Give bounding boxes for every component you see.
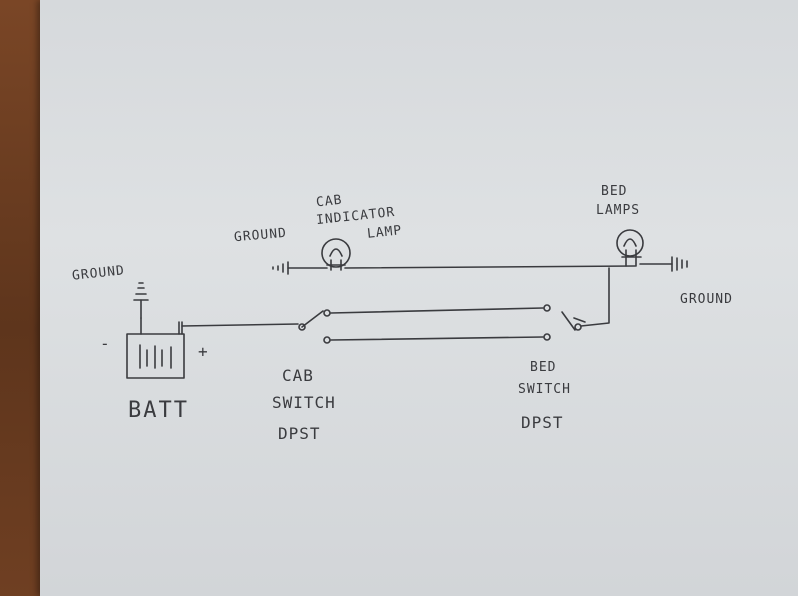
- paper-sheet: GROUND GROUND CAB INDICATOR LAMP BED LAM…: [40, 0, 798, 596]
- label-bed-switch-line3: DPST: [521, 413, 564, 432]
- label-battery-minus: -: [100, 334, 111, 353]
- battery-symbol: [126, 317, 185, 379]
- wire-traveler-lower: [330, 336, 544, 341]
- wire-battery-to-cab-switch: [181, 323, 299, 327]
- cab-indicator-lamp-symbol: [321, 238, 351, 271]
- wire-lamp-circuit: [344, 265, 636, 269]
- label-cab-indicator-line1: CAB: [315, 192, 344, 211]
- switch-lever-mark: [573, 317, 586, 323]
- lamp-filament: [623, 238, 637, 247]
- battery-box: [126, 333, 185, 379]
- label-ground-bed: GROUND: [680, 292, 733, 307]
- label-bed-switch-line1: BED: [530, 360, 557, 375]
- label-batt: BATT: [128, 398, 189, 423]
- label-cab-switch-line1: CAB: [282, 366, 314, 385]
- switch-lever: [561, 311, 576, 331]
- label-cab-switch-line3: DPST: [278, 424, 321, 443]
- bed-lamps-symbol: [616, 229, 644, 267]
- lamp-bulb: [616, 229, 644, 257]
- cab-switch-symbol: [298, 309, 331, 344]
- wire-bed-switch-to-lamp-line: [580, 267, 610, 327]
- battery-ground-symbol: [133, 282, 149, 319]
- switch-pivot: [298, 323, 306, 331]
- label-cab-switch-line2: SWITCH: [272, 393, 336, 412]
- bed-switch-symbol: [543, 304, 586, 341]
- label-bed-switch-line2: SWITCH: [518, 382, 571, 397]
- lamp-filament: [329, 248, 343, 257]
- switch-contact: [323, 336, 331, 344]
- wire-traveler-upper: [330, 307, 544, 314]
- switch-pivot: [574, 323, 582, 331]
- cab-ground-symbol: [272, 261, 328, 275]
- label-bed-lamps-line2: LAMPS: [596, 203, 641, 218]
- switch-contact: [323, 309, 331, 317]
- label-bed-lamps-line1: BED: [601, 184, 628, 199]
- label-battery-plus: +: [198, 342, 209, 361]
- switch-contact: [543, 333, 551, 341]
- switch-lever: [301, 310, 324, 328]
- wiring-diagram-drawing: [126, 229, 688, 379]
- lamp-bulb: [321, 238, 351, 268]
- bed-ground-symbol: [639, 256, 688, 272]
- switch-contact: [543, 304, 551, 312]
